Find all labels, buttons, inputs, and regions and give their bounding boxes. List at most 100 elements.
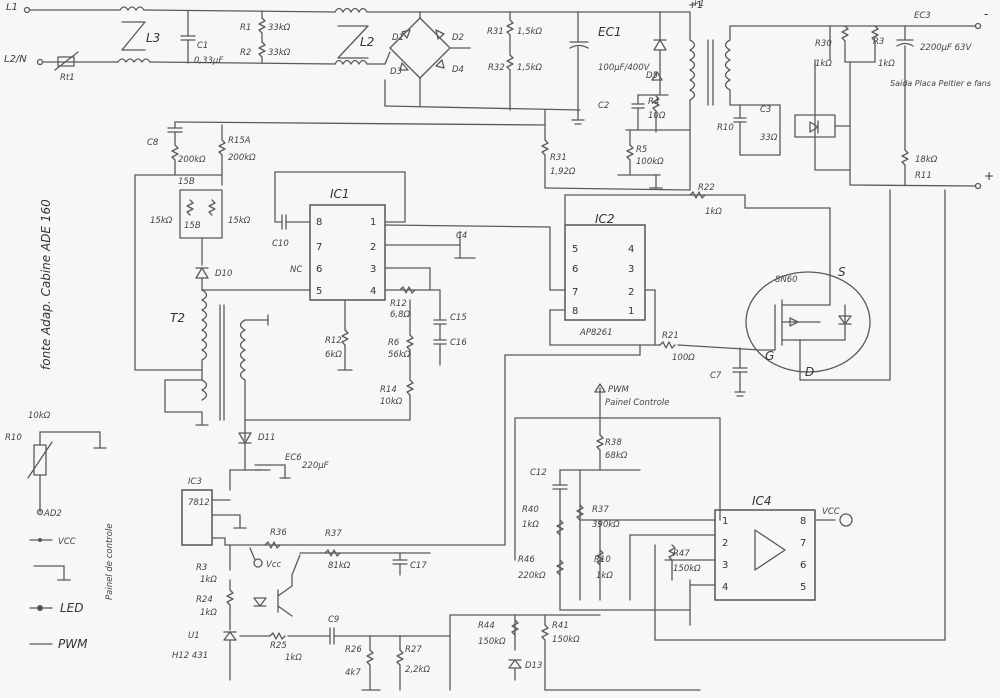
label-r15a: R15A <box>228 136 251 146</box>
label-ec1-value: 100µF/400V <box>598 63 651 73</box>
label-r37b: R37 <box>592 505 609 515</box>
label-r44: R44 <box>478 621 495 631</box>
label-c7: C7 <box>710 371 722 381</box>
label-r15c: 15B <box>184 221 201 231</box>
label-r37-value: 81kΩ <box>328 561 351 571</box>
ic2-pin-3: 3 <box>628 264 634 275</box>
label-ic4: IC4 <box>752 494 772 508</box>
mains-input <box>23 6 336 71</box>
label-r4-value: 10Ω <box>648 111 666 121</box>
snubber <box>617 11 691 189</box>
label-r37b-value: 390kΩ <box>592 520 620 530</box>
label-r12: R12 <box>325 336 342 346</box>
label-r21-value: 100Ω <box>672 353 695 363</box>
svg-text:+1: +1 <box>688 0 703 11</box>
label-r24: R24 <box>196 595 213 605</box>
startup-network <box>134 121 546 371</box>
label-d1: D1 <box>392 33 404 43</box>
label-r15b-value: 200kΩ <box>178 155 206 165</box>
resistors-r1-r2 <box>258 10 266 64</box>
ic1-pin-8: 8 <box>316 217 322 228</box>
choke-l3 <box>121 21 146 51</box>
label-r31-sense-value: 1,92Ω <box>550 167 576 177</box>
main-transformer: +1 <box>688 0 831 191</box>
label-r27-value: 2,2kΩ <box>405 665 430 675</box>
label-l1: L1 <box>6 2 18 13</box>
label-c8: C8 <box>147 138 159 148</box>
label-plus1: +1 <box>692 0 705 9</box>
label-r22: R22 <box>698 183 715 193</box>
label-r47-value: 150kΩ <box>673 564 701 574</box>
bridge-rectifier <box>384 11 471 107</box>
label-r13: R12 <box>390 299 407 309</box>
label-d2: D2 <box>452 33 464 43</box>
label-ic3: IC3 <box>188 477 202 487</box>
ic1-pin-5: 5 <box>316 286 322 297</box>
ic2-pin-2: 2 <box>628 287 634 298</box>
pwm-control <box>552 383 853 626</box>
label-ec6-value: 220µF <box>302 461 329 471</box>
label-r32-value: 1,5kΩ <box>517 63 542 73</box>
label-c15: C15 <box>450 313 467 323</box>
label-r41: R41 <box>552 621 569 631</box>
label-r15k: 15kΩ <box>150 216 173 226</box>
ic1-pin-4: 4 <box>370 286 376 297</box>
ic1-chip <box>274 171 566 421</box>
label-r15a-value: 200kΩ <box>228 153 256 163</box>
ic1-pin-2: 2 <box>370 242 376 253</box>
label-c16: C16 <box>450 338 467 348</box>
label-ic1: IC1 <box>330 187 350 201</box>
label-r1: R1 <box>240 23 251 33</box>
label-ec3-value: 2200µF 63V <box>920 43 972 53</box>
label-r10c-value: 1kΩ <box>596 571 613 581</box>
label-vcc3: VCC <box>822 507 840 517</box>
label-r27: R27 <box>405 645 422 655</box>
label-d11: D11 <box>258 433 275 443</box>
feedback-wiring <box>299 189 946 641</box>
ic4-pin-3: 3 <box>722 560 728 571</box>
label-r40-value: 1kΩ <box>522 520 539 530</box>
label-r22-value: 1kΩ <box>705 207 722 217</box>
label-c4: C4 <box>456 231 467 241</box>
label-c17: C17 <box>410 561 427 571</box>
label-vcc2: Vcc <box>266 560 281 570</box>
opto-stage <box>223 541 451 691</box>
label-r14: R14 <box>380 385 397 395</box>
label-r3: R3 <box>873 37 884 47</box>
label-r10: R10 <box>717 123 734 133</box>
ic2-pin-8: 8 <box>572 306 578 317</box>
label-u1: U1 <box>188 631 200 641</box>
choke-l2 <box>334 7 491 65</box>
label-r37: R37 <box>325 529 342 539</box>
label-r36: R36 <box>270 528 287 538</box>
label-q1-d: D <box>805 365 814 379</box>
mosfet-q1 <box>745 189 891 381</box>
label-r15b: 15B <box>178 177 195 187</box>
label-l2: L2 <box>360 35 374 49</box>
aux-transformer-t2 <box>134 289 411 441</box>
ic4-pin-4: 4 <box>722 582 728 593</box>
label-r31: R31 <box>487 27 504 37</box>
label-c9: C9 <box>328 615 339 625</box>
label-nc: NC <box>290 265 302 275</box>
label-r4: R4 <box>648 97 659 107</box>
label-d4: D4 <box>452 65 464 75</box>
label-r41-value: 150kΩ <box>552 635 580 645</box>
label-ic3-part: 7812 <box>188 498 210 508</box>
aux-supply <box>181 432 301 546</box>
label-u1-part: H12 431 <box>172 651 208 661</box>
label-painel: Painel de controle <box>105 523 115 600</box>
resistor-sense <box>541 109 691 191</box>
secondary-network <box>729 25 851 171</box>
label-rt1: Rt1 <box>60 73 75 83</box>
label-c2: C2 <box>598 101 609 111</box>
ic4-pin-2: 2 <box>722 538 728 549</box>
label-r32: R32 <box>488 63 505 73</box>
label-ec1: EC1 <box>598 25 622 39</box>
label-r21: R21 <box>662 331 679 341</box>
label-d3: D3 <box>390 67 402 77</box>
label-ec6: EC6 <box>285 453 302 463</box>
label-r44-value: 150kΩ <box>478 637 506 647</box>
label-ic2-part: AP8261 <box>579 328 613 338</box>
ic4-pin-7: 7 <box>800 538 806 549</box>
